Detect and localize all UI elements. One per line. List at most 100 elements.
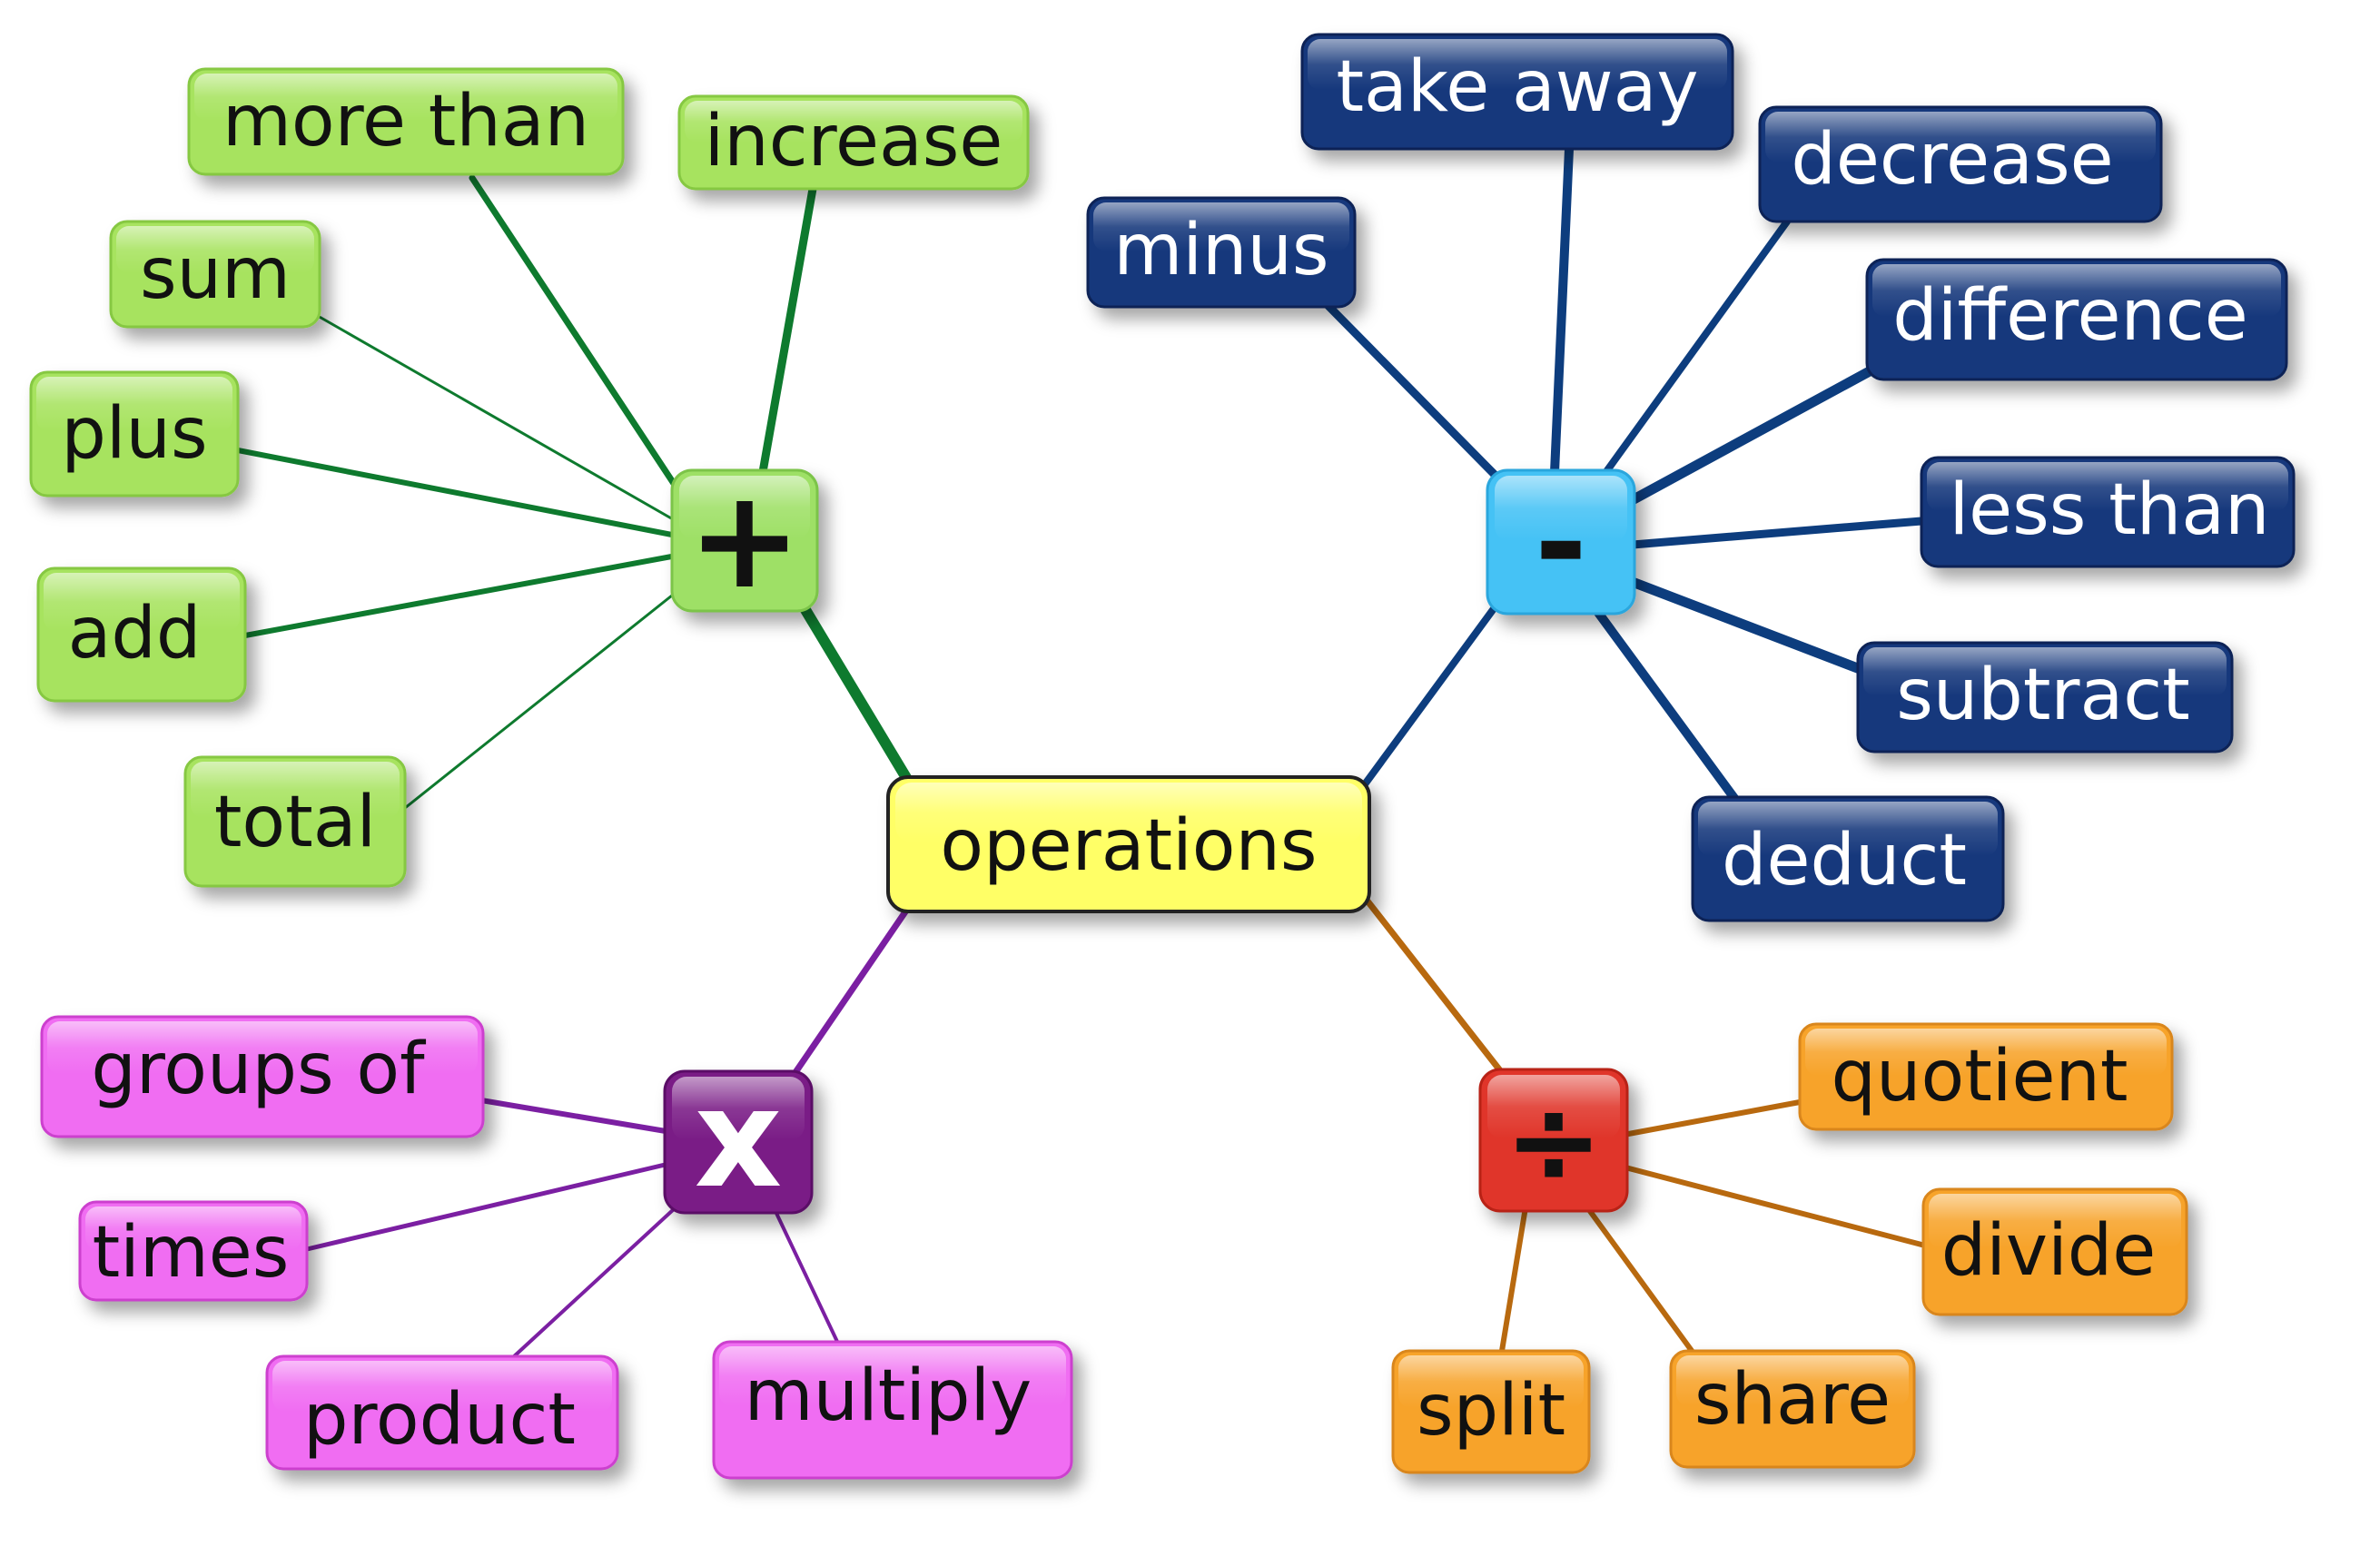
link-more-than <box>469 174 694 512</box>
link-divide <box>1623 1165 1928 1248</box>
term-split[interactable]: split <box>1391 1349 1591 1474</box>
term-gloss <box>1093 202 1349 251</box>
term-gloss <box>47 1021 478 1074</box>
term-increase[interactable]: increase <box>677 94 1030 191</box>
term-plus[interactable]: plus <box>29 370 240 497</box>
link-groups-of <box>479 1098 679 1136</box>
link-total <box>403 579 692 810</box>
hub-division[interactable]: ÷ <box>1478 1068 1629 1213</box>
term-label: share <box>1694 1359 1891 1441</box>
hub-multiplication[interactable]: x <box>663 1060 814 1218</box>
term-gloss <box>1398 1355 1584 1408</box>
plus-icon: + <box>687 461 802 619</box>
term-label: multiply <box>745 1355 1032 1437</box>
term-gloss <box>1872 264 2281 317</box>
link-decrease <box>1599 218 1791 480</box>
term-gloss <box>719 1346 1066 1406</box>
term-label: divide <box>1941 1210 2157 1292</box>
term-times[interactable]: times <box>78 1200 309 1302</box>
term-label: groups of <box>91 1029 426 1110</box>
term-label: less than <box>1950 469 2270 551</box>
term-gloss <box>272 1361 612 1412</box>
term-label: more than <box>222 81 589 163</box>
term-label: sum <box>140 233 291 315</box>
term-divide[interactable]: divide <box>1921 1187 2188 1316</box>
term-gloss <box>194 74 617 121</box>
link-split <box>1499 1205 1528 1354</box>
term-label: subtract <box>1896 655 2190 736</box>
node-layer: operations + - x ÷ more than <box>29 33 2296 1480</box>
term-share[interactable]: share <box>1669 1349 1916 1469</box>
term-gloss <box>44 573 240 631</box>
term-decrease[interactable]: decrease <box>1758 105 2163 223</box>
term-total[interactable]: total <box>183 755 407 888</box>
term-label: quotient <box>1832 1036 2128 1118</box>
connector-layer <box>235 144 1928 1360</box>
divide-icon: ÷ <box>1505 1072 1604 1210</box>
term-label: split <box>1417 1370 1565 1452</box>
term-groups-of[interactable]: groups of <box>40 1015 485 1138</box>
link-quotient <box>1621 1099 1802 1138</box>
term-gloss <box>1698 802 1998 856</box>
hub-division-gloss <box>1487 1075 1620 1138</box>
term-gloss <box>1676 1355 1909 1406</box>
term-more-than[interactable]: more than <box>187 67 625 176</box>
link-center-subtraction <box>1358 586 1511 792</box>
minus-icon: - <box>1535 469 1587 617</box>
hub-multiplication-gloss <box>672 1077 805 1140</box>
term-label: add <box>68 593 202 675</box>
term-gloss <box>1929 1194 2181 1248</box>
term-multiply[interactable]: multiply <box>712 1340 1073 1480</box>
term-product[interactable]: product <box>265 1354 619 1471</box>
term-label: deduct <box>1722 820 1967 901</box>
term-label: increase <box>705 101 1003 182</box>
term-label: plus <box>61 393 207 475</box>
link-product <box>510 1197 687 1360</box>
link-sum <box>316 314 687 528</box>
hub-addition[interactable]: + <box>670 461 819 619</box>
link-center-addition <box>794 594 913 786</box>
term-gloss <box>85 1207 301 1250</box>
term-add[interactable]: add <box>36 566 247 703</box>
link-increase <box>758 184 817 477</box>
term-label: total <box>214 782 376 863</box>
link-take-away <box>1550 144 1574 477</box>
term-label: minus <box>1113 210 1328 291</box>
term-gloss <box>36 377 232 431</box>
link-center-multiplication <box>786 904 912 1084</box>
term-minus[interactable]: minus <box>1086 196 1357 309</box>
term-label: product <box>303 1379 576 1461</box>
term-label: times <box>93 1212 290 1294</box>
term-gloss <box>685 101 1022 143</box>
link-share <box>1585 1205 1697 1357</box>
term-subtract[interactable]: subtract <box>1856 641 2234 753</box>
link-subtract <box>1625 576 1872 677</box>
link-deduct <box>1592 606 1741 805</box>
term-gloss <box>1863 647 2227 696</box>
link-plus <box>235 448 679 538</box>
term-gloss <box>1927 462 2288 511</box>
term-less-than[interactable]: less than <box>1920 456 2296 568</box>
term-deduct[interactable]: deduct <box>1691 795 2005 922</box>
term-gloss <box>191 762 400 818</box>
term-gloss <box>1805 1029 2167 1076</box>
term-label: take away <box>1336 46 1698 128</box>
link-less-than <box>1628 517 1926 549</box>
link-times <box>304 1159 679 1252</box>
hub-addition-gloss <box>679 476 810 539</box>
times-icon: x <box>695 1060 783 1218</box>
link-add <box>242 553 679 638</box>
hub-subtraction[interactable]: - <box>1486 468 1636 617</box>
term-sum[interactable]: sum <box>109 220 321 329</box>
term-quotient[interactable]: quotient <box>1798 1022 2174 1131</box>
term-difference[interactable]: difference <box>1865 258 2288 381</box>
term-take-away[interactable]: take away <box>1300 33 1734 151</box>
center-node-label: operations <box>940 805 1317 887</box>
center-node-gloss <box>895 783 1362 842</box>
term-label: difference <box>1892 275 2248 357</box>
center-node[interactable]: operations <box>886 775 1371 913</box>
link-multiply <box>772 1206 841 1347</box>
link-minus <box>1323 300 1507 488</box>
term-gloss <box>1308 39 1727 90</box>
